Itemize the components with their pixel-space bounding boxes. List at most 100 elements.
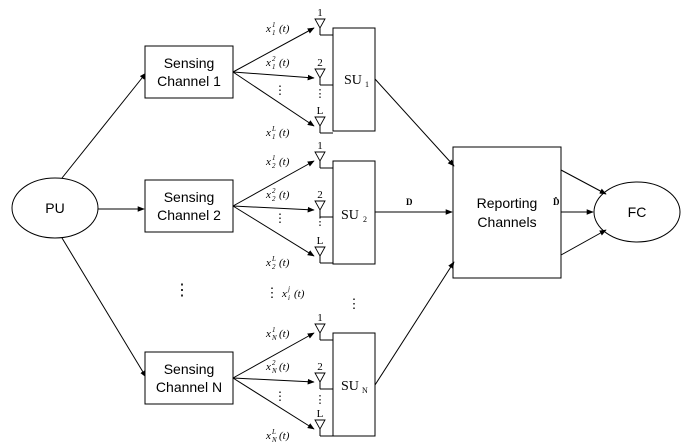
sensing-n-line2: Channel N [156,379,222,395]
signal-sup: 2 [272,187,276,195]
signal-sup: 1 [272,326,276,334]
arrow-row2-ant1 [232,160,315,207]
signal-base: x [265,156,271,168]
ellipsis-signals: ⋮ [266,285,279,300]
antenna-icon [314,200,326,211]
sensing-2-line2: Channel 2 [157,207,221,223]
antenna-icon [314,68,326,79]
sensing-channel-1: Sensing Channel 1 [144,45,234,99]
reporting-line2: Channels [477,214,536,230]
signal-arg: (t) [279,23,290,35]
pu-label: PU [45,200,64,216]
arrow-row3-ant1 [232,332,315,379]
signal-arg: (t) [279,127,290,139]
su-n: SU N [332,332,376,437]
signal-arg: (t) [279,361,290,373]
antenna-icon [314,372,326,383]
arrow-sun-reporting [374,261,455,386]
antenna-index: 2 [317,189,323,201]
generic-signal-base: x [281,288,287,300]
su-n-base: SU [341,379,359,394]
fc-label: FC [628,204,647,220]
antenna-index: 2 [317,57,323,69]
ellipsis-antennas: ⋮ [274,211,286,225]
arrow-row1-ant2 [232,71,315,81]
generic-signal-sup: j [287,285,290,293]
antenna-index: 2 [317,361,323,373]
sensing-1-line2: Channel 1 [157,73,221,89]
signal-sub: N [271,334,277,342]
signal-base: x [265,361,271,373]
arrow-row1-ant1 [232,27,315,73]
antenna-icon [314,151,326,162]
generic-signal-label: x i j (t) [281,285,305,302]
signal-sup: L [271,125,276,133]
signal-sub: 2 [272,263,276,271]
signal-base: x [265,23,271,35]
signal-base: x [265,257,271,269]
antenna-index: 1 [317,312,323,324]
sensing-channel-n: Sensing Channel N [144,351,234,405]
su-1: SU 1 [332,27,376,132]
antenna-icon [314,419,326,430]
generic-signal-arg: (t) [294,288,305,300]
signal-base: x [265,328,271,340]
antenna-icon [314,246,326,257]
signal-arg: (t) [279,328,290,340]
sensing-n-line1: Sensing [164,361,215,377]
ellipsis-antennas: ⋮ [274,389,286,403]
ellipsis-antennas: ⋮ [274,83,286,97]
signal-sub: N [271,367,277,375]
signal-sub: 2 [272,162,276,170]
signal-sup: 2 [272,359,276,367]
arrow-row3-ant2 [232,377,315,385]
label-d-hat: D̂ [553,197,560,207]
reporting-line1: Reporting [477,195,538,211]
signal-arg: (t) [279,189,290,201]
arrow-reporting-fc-3 [560,229,607,256]
ellipsis-channels: ⋮ [174,282,190,299]
signal-arg: (t) [279,257,290,269]
ellipsis-antennas-right: ⋮ [315,88,326,100]
su-2-sub: 2 [363,215,367,224]
sensing-2-line1: Sensing [164,189,215,205]
antenna-index: 1 [317,140,323,152]
signal-sup: 1 [272,154,276,162]
signal-arg: (t) [279,430,290,442]
su-2-base: SU [341,208,359,223]
ellipsis-su: ⋮ [348,296,361,311]
antenna-index: 1 [317,7,323,19]
signal-base: x [265,189,271,201]
fc-node: FC [593,181,681,243]
arrow-row2-ant3 [232,205,315,257]
sensing-channel-2: Sensing Channel 2 [144,179,234,233]
arrow-row3-ant3 [232,377,315,430]
signal-arg: (t) [279,57,290,69]
reporting-channels: Reporting Channels [452,146,562,279]
signal-sub: 1 [272,133,276,141]
signal-sup: L [271,428,276,436]
signal-sub: 2 [272,195,276,203]
arrow-row2-ant2 [232,205,315,213]
arrow-su1-reporting [374,78,455,167]
arrow-pu-sensing-n [61,237,147,378]
antenna-icon [314,18,326,29]
signal-sub: N [271,436,277,444]
signal-base: x [265,57,271,69]
arrow-reporting-fc-1 [560,169,607,195]
signal-base: x [265,127,271,139]
su-1-sub: 1 [365,80,369,89]
signal-base: x [265,430,271,442]
antenna-icon [314,116,326,127]
